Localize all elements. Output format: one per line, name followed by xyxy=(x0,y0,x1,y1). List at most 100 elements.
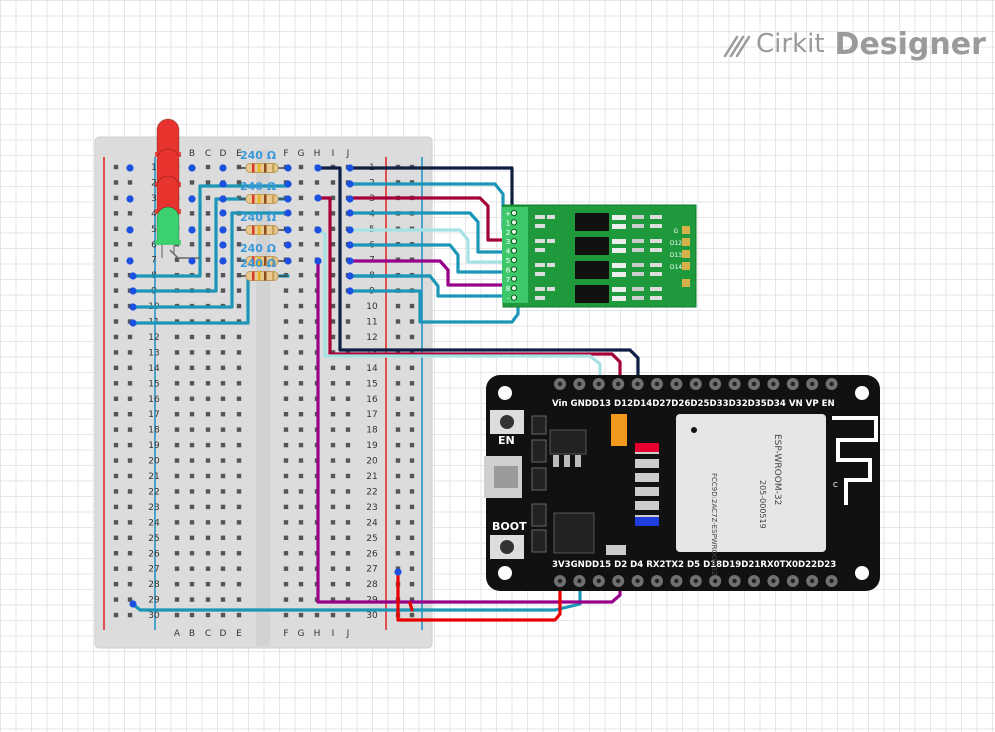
row-number-left: 29 xyxy=(148,596,160,606)
breadboard-hole xyxy=(220,489,226,494)
esp32-pin-hole xyxy=(790,381,795,387)
breadboard-hole xyxy=(174,334,180,340)
breadboard-hole xyxy=(330,427,336,432)
rail-hole xyxy=(409,442,415,448)
connection-dot xyxy=(284,164,292,172)
rail-hole xyxy=(409,303,415,309)
column-label-bottom: C xyxy=(205,629,211,639)
rail-hole xyxy=(409,334,415,340)
connection-dot xyxy=(188,226,196,234)
smd-resistor xyxy=(650,248,662,252)
rail-hole xyxy=(127,458,133,463)
breadboard-hole xyxy=(298,257,304,262)
smd-cap xyxy=(606,545,626,555)
rail-hole xyxy=(409,381,415,386)
breadboard-hole xyxy=(205,211,211,216)
breadboard-hole xyxy=(283,535,289,540)
row-number-right: 18 xyxy=(366,426,378,436)
rail-hole xyxy=(395,535,401,540)
red-led xyxy=(635,443,659,452)
breadboard-hole xyxy=(345,535,351,540)
breadboard-hole xyxy=(174,365,180,371)
breadboard-hole xyxy=(189,334,195,340)
breadboard-hole xyxy=(314,612,320,618)
breadboard-hole xyxy=(189,535,195,540)
optocoupler-out-label: D13 xyxy=(670,252,682,259)
optocoupler-chip xyxy=(575,261,609,279)
optocoupler-out-label: D12 xyxy=(670,240,682,247)
resistor-band xyxy=(272,256,275,266)
resistor-3: 240 Ω xyxy=(239,211,288,235)
breadboard-hole xyxy=(330,303,336,309)
connection-dot xyxy=(126,226,134,234)
breadboard-hole xyxy=(345,489,351,494)
rail-hole xyxy=(409,612,415,618)
esp32-top-pin-labels: Vin GNDD13 D12D14D27D26D25D33D32D35D34 V… xyxy=(552,399,835,409)
breadboard-hole xyxy=(220,334,226,340)
resistor-band xyxy=(264,225,267,235)
rail-hole xyxy=(409,458,415,463)
rail-hole xyxy=(409,535,415,540)
breadboard-hole xyxy=(298,473,304,479)
row-number-right: 20 xyxy=(366,457,378,467)
breadboard-hole xyxy=(298,288,304,293)
esp32-bottom-pin-labels: 3V3GNDD15 D2 D4 RX2TX2 D5 D18D19D21RX0TX… xyxy=(552,560,836,570)
led-lens xyxy=(156,206,180,245)
rail-hole xyxy=(409,520,415,525)
smd-resistor-array xyxy=(635,459,659,468)
optocoupler-pin-label: 3 xyxy=(506,238,510,246)
rail-hole xyxy=(127,504,133,510)
breadboard-hole xyxy=(174,442,180,448)
connection-dot xyxy=(188,164,196,172)
breadboard-hole xyxy=(236,581,242,587)
wire-3v3 xyxy=(396,570,562,622)
resistor-band xyxy=(264,256,267,266)
esp32-pin-hole xyxy=(577,578,582,584)
connection-dot xyxy=(219,180,227,188)
breadboard-hole xyxy=(330,257,336,262)
breadboard-hole xyxy=(236,164,242,170)
rail-hole xyxy=(113,396,119,401)
rail-hole xyxy=(113,504,119,510)
rail-hole xyxy=(127,581,133,587)
rail-hole xyxy=(395,303,401,309)
breadboard-hole xyxy=(220,504,226,510)
breadboard-hole xyxy=(283,551,289,556)
smd-diode xyxy=(612,248,626,253)
rail-hole xyxy=(409,581,415,587)
row-number-left: 24 xyxy=(148,518,160,528)
regulator-pin xyxy=(575,455,581,467)
breadboard-hole xyxy=(205,272,211,278)
connection-dot xyxy=(219,164,227,172)
rail-hole xyxy=(127,211,133,216)
breadboard-hole xyxy=(298,365,304,371)
optocoupler-chip xyxy=(575,213,609,231)
smd-resistor xyxy=(650,296,662,300)
connection-dot xyxy=(129,272,137,280)
breadboard-hole xyxy=(189,520,195,525)
smd-resistor xyxy=(650,263,662,267)
resistor-label: 240 Ω xyxy=(240,180,277,193)
breadboard-hole xyxy=(330,566,336,571)
resistor-band xyxy=(258,194,261,204)
breadboard-hole xyxy=(189,427,195,432)
breadboard-hole xyxy=(189,180,195,185)
breadboard-hole xyxy=(236,412,242,417)
rail-hole xyxy=(409,412,415,417)
wire-d14 xyxy=(316,166,640,386)
connection-dot xyxy=(394,568,402,576)
esp32-pin-hole xyxy=(732,578,737,584)
rail-hole xyxy=(409,597,415,602)
row-number-left: 12 xyxy=(148,333,159,343)
breadboard-hole xyxy=(174,597,180,602)
rail-hole xyxy=(127,334,133,340)
esp32-pin-hole xyxy=(654,381,660,387)
rail-hole xyxy=(113,334,119,340)
esp32-pin-hole xyxy=(654,578,660,584)
column-label-bottom: D xyxy=(220,629,227,639)
